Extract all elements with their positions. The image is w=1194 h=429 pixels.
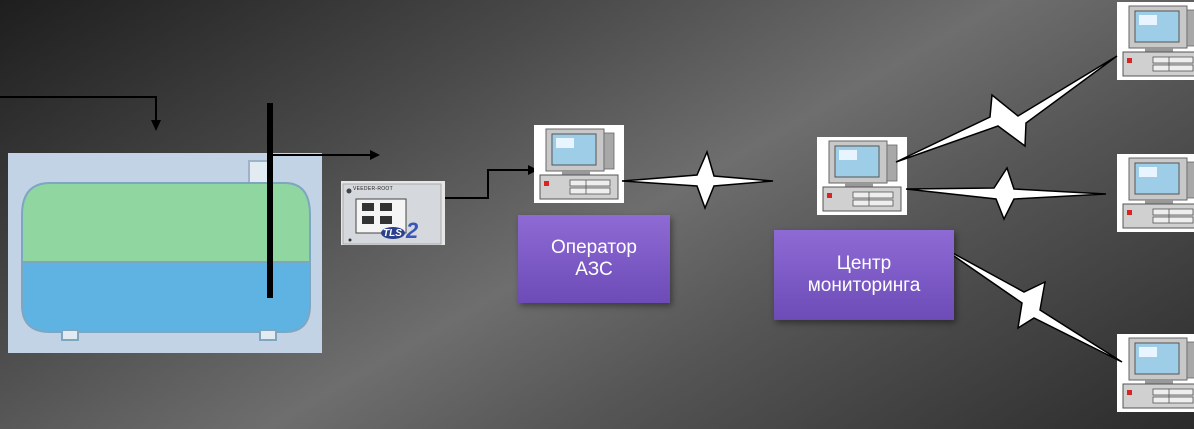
operator-label-line2: АЗС (575, 259, 613, 280)
arrow-heads (151, 120, 538, 175)
level-probe (267, 103, 273, 298)
operator-label-line1: Оператор (551, 237, 637, 258)
connector-lines (0, 96, 530, 199)
console-model-number: 2 (406, 218, 419, 243)
link-operator-center (621, 149, 774, 211)
remote-computer-icon (1116, 153, 1194, 233)
operator-label: Оператор АЗС (518, 215, 670, 303)
tls-console (341, 181, 445, 245)
console-brand: VEEDER-ROOT (353, 186, 393, 192)
remote-computer-icon (1116, 333, 1194, 413)
link-center-remote-bottom (937, 244, 1123, 363)
center-computer-icon (816, 136, 908, 216)
fuel-tank (8, 153, 322, 353)
link-center-remote-mid (905, 166, 1107, 221)
center-label-line1: Центр (836, 253, 892, 274)
center-label-line2: мониторинга (807, 275, 921, 296)
link-center-remote-top (895, 55, 1118, 163)
console-model: TLS (383, 228, 402, 239)
console-model-name: TLS (383, 228, 402, 239)
remote-computer-icon (1116, 1, 1194, 81)
monitoring-center-label: Центр мониторинга (774, 230, 954, 320)
operator-computer-icon (533, 124, 625, 204)
communication-links (621, 55, 1123, 363)
